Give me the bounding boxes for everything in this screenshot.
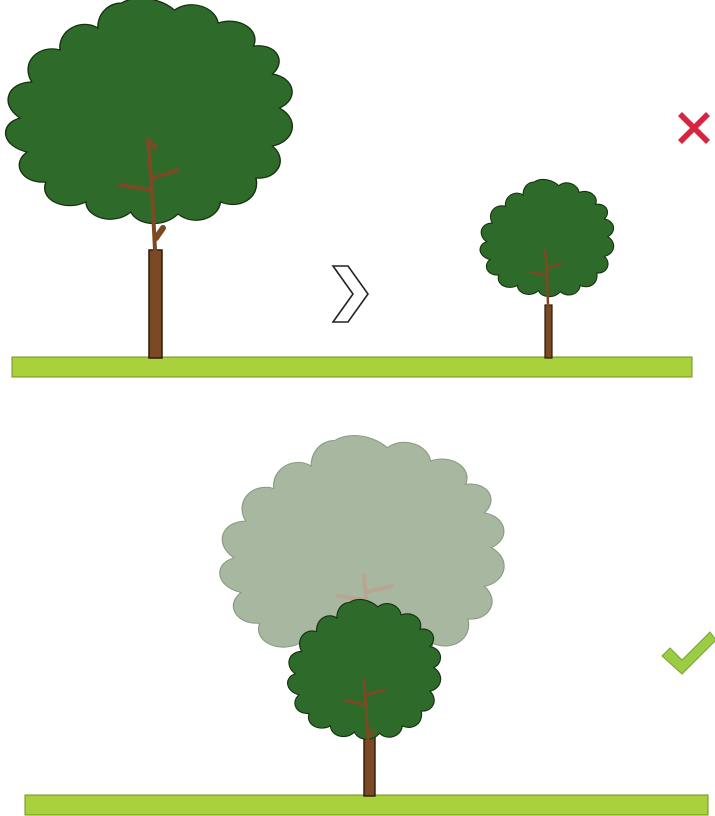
top-panel bbox=[6, 0, 710, 377]
large-tree bbox=[6, 0, 293, 358]
small-tree bbox=[480, 179, 614, 358]
ground-strip-top bbox=[12, 357, 692, 377]
bottom-panel bbox=[25, 436, 715, 815]
ground-strip-bottom bbox=[25, 795, 708, 815]
small-tree-trunk bbox=[545, 305, 552, 358]
check-icon bbox=[662, 632, 715, 674]
large-tree-trunk bbox=[149, 250, 162, 358]
chevron-arrow-icon bbox=[333, 266, 368, 322]
cross-icon bbox=[678, 112, 710, 144]
